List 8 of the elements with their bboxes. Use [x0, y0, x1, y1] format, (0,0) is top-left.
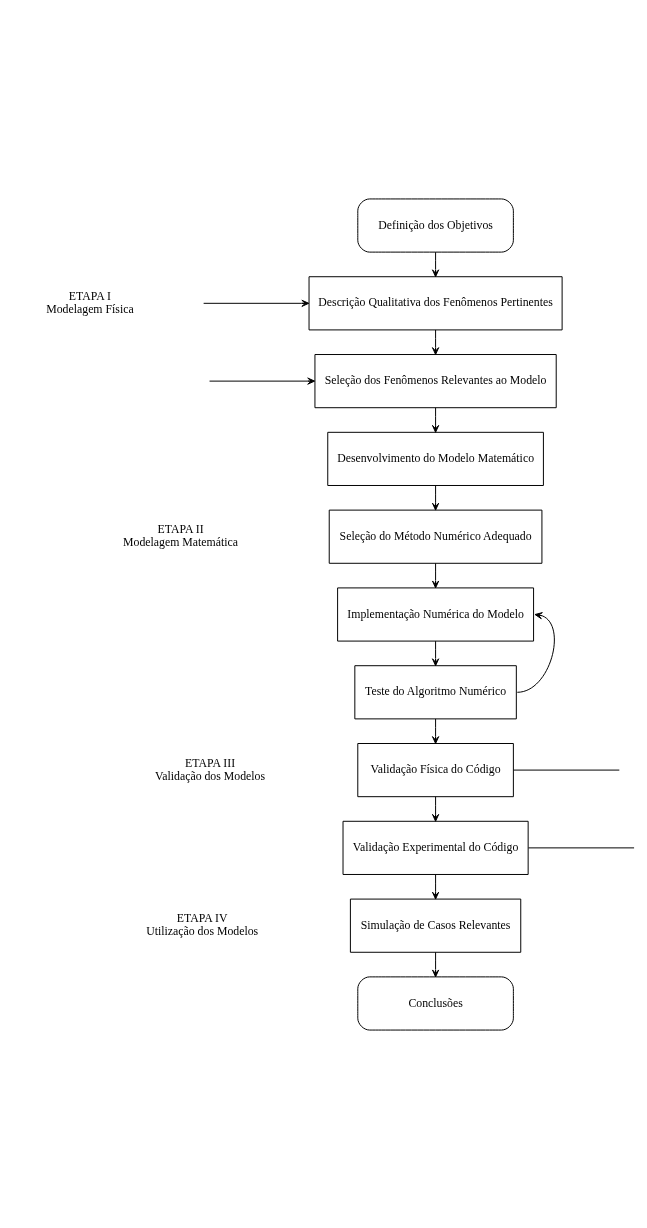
label: Modelagem Matemática [123, 534, 239, 549]
label: ETAPA I [68, 288, 112, 303]
label: Validação dos Modelos [155, 768, 266, 783]
label: Modelagem Física [46, 301, 134, 316]
label: ETAPA III [185, 755, 236, 770]
label: ETAPA IV [176, 910, 228, 925]
label: Utilização dos Modelos [146, 923, 259, 938]
label: ETAPA II [157, 521, 204, 536]
